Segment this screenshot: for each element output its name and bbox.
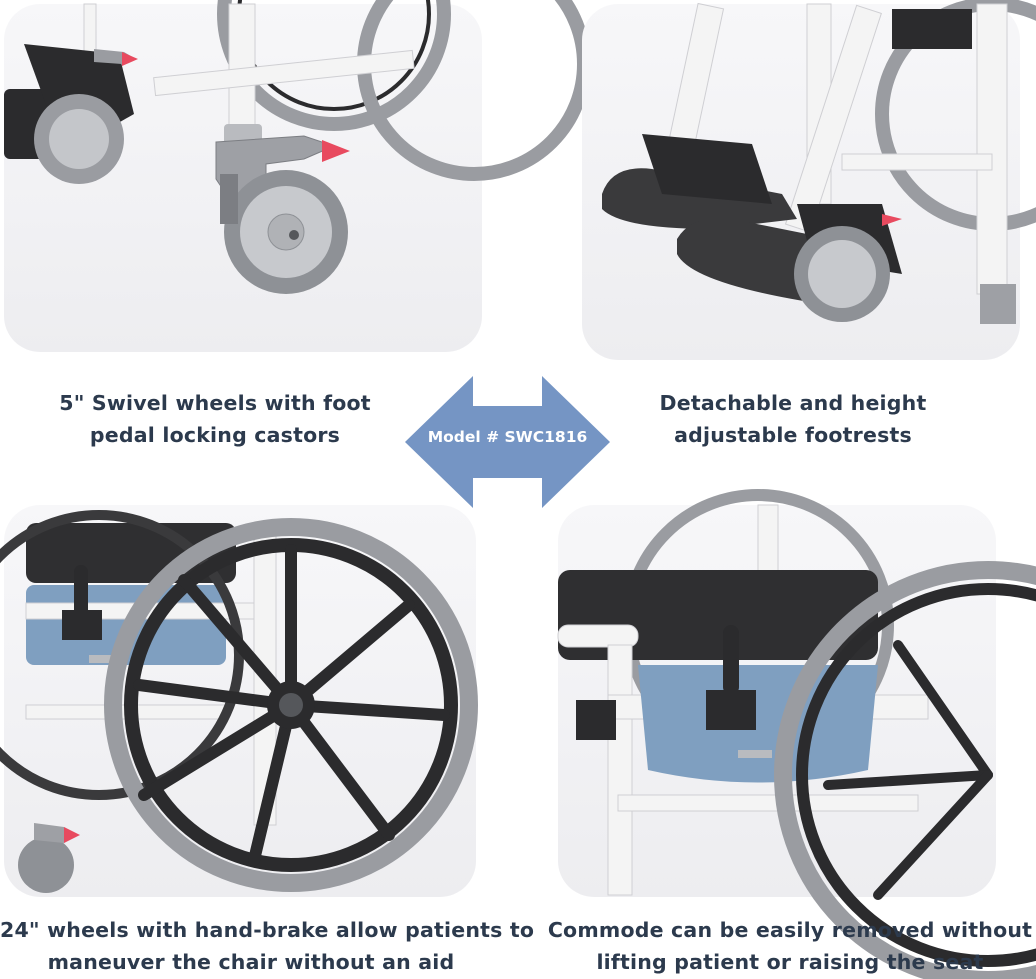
commode-illustration (557, 489, 1036, 979)
footrests-caption: Detachable and height adjustable footres… (578, 387, 1008, 451)
caption-line: maneuver the chair without an aid (47, 950, 455, 974)
swivel-wheel-illustration (4, 0, 591, 294)
caption-line: 5" Swivel wheels with foot (59, 391, 371, 415)
model-number-label: Model # SWC1816 (427, 428, 588, 446)
commode-photo (557, 489, 1036, 979)
footrest-illustration (602, 0, 1036, 324)
double-arrow-icon (405, 376, 610, 508)
caption-line: pedal locking castors (89, 423, 341, 447)
caption-line: Detachable and height (659, 391, 927, 415)
rear-wheel-photo (0, 505, 478, 897)
swivel-wheels-caption: 5" Swivel wheels with foot pedal locking… (0, 387, 430, 451)
rear-wheels-caption: 24" wheels with hand-brake allow patient… (0, 914, 535, 978)
rear-wheel-illustration (0, 510, 478, 893)
caption-line: 24" wheels with hand-brake allow patient… (0, 918, 535, 942)
swivel-wheel-photo (4, 0, 591, 352)
caption-line: Commode can be easily removed without (547, 918, 1033, 942)
commode-caption: Commode can be easily removed without li… (544, 914, 1036, 978)
caption-line: adjustable footrests (674, 423, 912, 447)
caption-line: lifting patient or raising the seat (596, 950, 984, 974)
footrest-photo (582, 0, 1036, 360)
